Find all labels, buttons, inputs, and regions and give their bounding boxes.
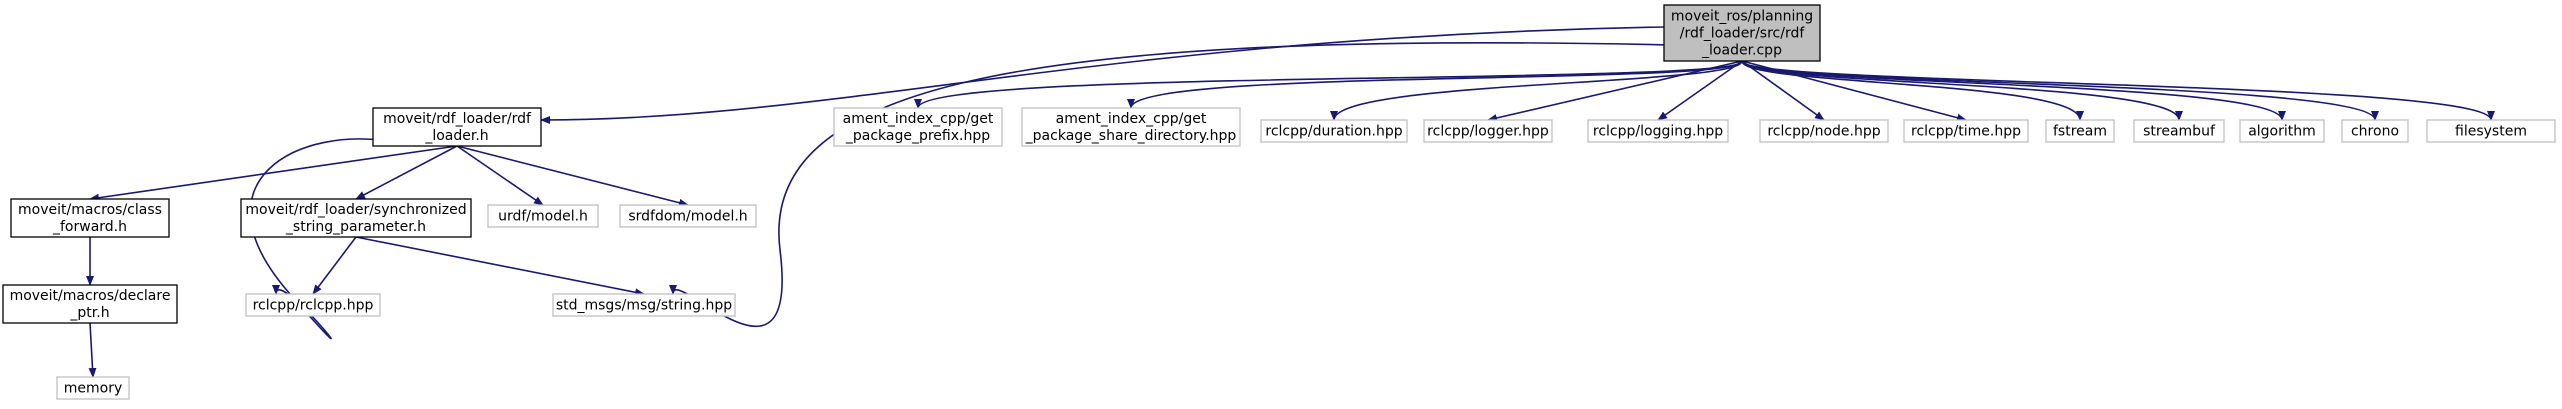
node-label-line: _package_prefix.hpp [845,128,990,144]
node-label-line: ament_index_cpp/get [843,111,994,127]
node-box [2,284,178,324]
node-box [2045,119,2115,143]
node-chrono: chrono [2341,119,2409,143]
node-filesystem: filesystem [2426,119,2556,143]
node-label-line: memory [64,381,123,397]
edge-root-to-rdf-loader-h [540,26,1665,124]
node-fstream: fstream [2045,119,2115,143]
node-label-line: srdfdom/model.h [628,209,747,225]
edge-rdf-loader-h-to-class-forward [89,145,458,202]
node-label-line: moveit_ros/planning [1671,9,1813,25]
node-std-msgs: std_msgs/msg/string.hpp [552,293,736,317]
edge-root-to-ament-share [1127,60,1743,109]
edges-layer [86,26,2495,378]
node-algorithm: algorithm [2239,119,2325,143]
node-label-line: chrono [2351,124,2399,140]
node-duration: rclcpp/duration.hpp [1260,119,1408,143]
edge-root-to-fstream [1741,60,2084,121]
node-box [2239,119,2325,143]
node-label-line: rclcpp/time.hpp [1911,124,2021,140]
node-streambuf: streambuf [2133,119,2225,143]
node-label-line: filesystem [2455,124,2527,140]
node-label-line: _ptr.h [69,305,109,321]
edge-root-to-streambuf [1741,60,2183,121]
node-label-line: std_msgs/msg/string.hpp [556,298,732,314]
node-box [1759,119,1889,143]
node-box [1587,119,1729,143]
edge-root-to-duration [1330,60,1743,121]
node-logger: rclcpp/logger.hpp [1423,119,1553,143]
node-declare-ptr[interactable]: moveit/macros/declare_ptr.h [2,284,178,324]
node-label-line: moveit/macros/class [18,202,162,218]
node-node: rclcpp/node.hpp [1759,119,1889,143]
node-memory: memory [56,376,130,400]
node-box [552,293,736,317]
node-label-line: _loader.h [424,128,488,144]
edge-sync-param-to-rclcpp [312,236,357,295]
edge-root-to-chrono [1741,60,2379,121]
node-box [833,107,1003,147]
node-box [1021,107,1241,147]
node-root: moveit_ros/planning/rdf_loader/src/rdf_l… [1663,4,1821,62]
edge-rdf-loader-h-to-urdf-model [456,145,544,206]
edge-declare-ptr-to-memory [88,322,97,378]
node-box [1423,119,1553,143]
node-box [2341,119,2409,143]
node-ament-share: ament_index_cpp/get_package_share_direct… [1021,107,1241,147]
node-box [1663,4,1821,62]
node-label-line: rclcpp/rclcpp.hpp [253,298,374,314]
node-box [245,293,381,317]
node-box [1903,119,2029,143]
node-label-line: rclcpp/logger.hpp [1427,124,1549,140]
node-class-forward[interactable]: moveit/macros/class_forward.h [10,198,170,238]
node-label-line: _package_share_directory.hpp [1025,128,1237,144]
node-sync-param[interactable]: moveit/rdf_loader/synchronized_string_pa… [240,198,472,238]
node-rclcpp: rclcpp/rclcpp.hpp [245,293,381,317]
nodes-layer: moveit_ros/planning/rdf_loader/src/rdf_l… [2,4,2556,400]
node-time: rclcpp/time.hpp [1903,119,2029,143]
node-label-line: moveit/rdf_loader/synchronized [245,202,466,218]
edge-sync-param-to-std-msgs [355,236,645,297]
node-box [2426,119,2556,143]
node-urdf-model: urdf/model.h [487,204,599,228]
node-box [1260,119,1408,143]
node-srdfdom-model: srdfdom/model.h [619,204,757,228]
node-box [2133,119,2225,143]
node-label-line: /rdf_loader/src/rdf [1680,26,1806,42]
node-label-line: fstream [2053,124,2107,140]
edge-root-to-node [1741,60,1825,121]
node-label-line: rclcpp/duration.hpp [1265,124,1402,140]
node-label-line: moveit/macros/declare [10,288,171,304]
edge-root-to-logging [1657,60,1743,121]
node-label-line: rclcpp/logging.hpp [1593,124,1723,140]
node-box [619,204,757,228]
node-label-line: urdf/model.h [498,209,588,225]
edge-root-to-filesystem [1741,60,2495,121]
node-label-line: _string_parameter.h [285,219,426,235]
edge-rdf-loader-h-to-srdfdom-model [456,145,689,207]
node-box [372,107,542,147]
node-box [10,198,170,238]
node-ament-prefix: ament_index_cpp/get_package_prefix.hpp [833,107,1003,147]
node-label-line: algorithm [2248,124,2316,140]
edge-rdf-loader-h-to-sync-param [355,145,458,200]
node-box [240,198,472,238]
node-logging: rclcpp/logging.hpp [1587,119,1729,143]
edge-root-to-ament-prefix [914,60,1743,109]
edge-root-to-logger [1487,60,1743,122]
node-label-line: ament_index_cpp/get [1056,111,1207,127]
node-label-line: rclcpp/node.hpp [1767,124,1880,140]
node-rdf-loader-h[interactable]: moveit/rdf_loader/rdf_loader.h [372,107,542,147]
node-label-line: moveit/rdf_loader/rdf [383,111,532,127]
node-label-line: _loader.cpp [1701,43,1782,59]
node-label-line: streambuf [2143,124,2216,140]
node-box [56,376,130,400]
node-box [487,204,599,228]
edge-root-to-algorithm [1741,60,2286,121]
node-label-line: _forward.h [52,219,127,235]
